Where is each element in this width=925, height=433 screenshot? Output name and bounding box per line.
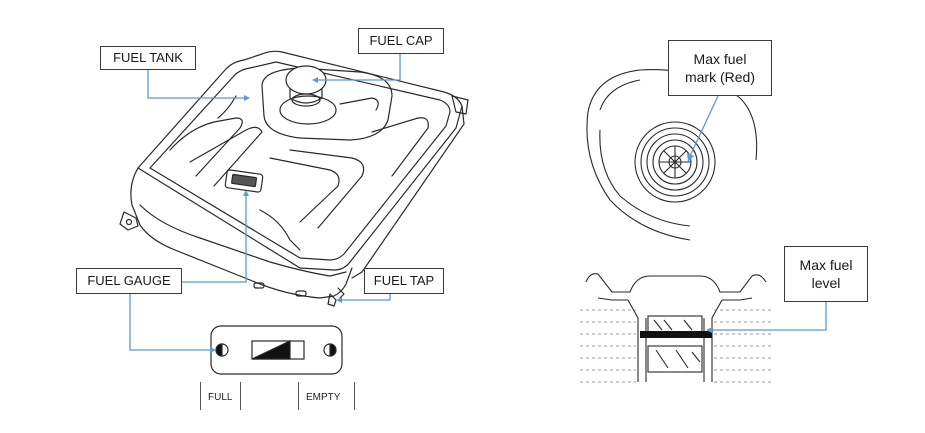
tank-rib-2 xyxy=(189,126,263,187)
section-strainer-lower xyxy=(647,345,703,373)
section-hatch xyxy=(653,319,701,369)
leader-fuel-tank xyxy=(147,68,244,99)
tank-flange-left xyxy=(119,211,139,231)
tank-front-body xyxy=(130,167,353,299)
tank-rib-3 xyxy=(269,157,340,223)
filler-swirl-2 xyxy=(599,129,691,227)
filler-strainer-hub xyxy=(668,155,682,169)
arrow-fuel-cap xyxy=(312,77,318,83)
tank-flange-right xyxy=(451,95,469,115)
leader-fuel-gauge-down xyxy=(129,292,210,351)
cap-platform xyxy=(261,67,393,141)
tank-gauge-window xyxy=(224,169,264,193)
tank-rib-4 xyxy=(289,149,365,229)
gauge-full-half xyxy=(215,343,223,357)
fuel-tank-label: FUEL TANK xyxy=(100,46,196,70)
gauge-empty-label-group: EMPTY xyxy=(298,382,355,410)
max-fuel-mark-line1: Max fuel xyxy=(693,51,747,67)
max-fuel-level-line1: Max fuel xyxy=(799,257,853,273)
leader-fuel-gauge-up xyxy=(180,196,247,283)
gauge-empty-label: EMPTY xyxy=(306,392,341,403)
arrow-fuel-tank xyxy=(244,95,250,101)
tank-rib-5 xyxy=(259,209,301,251)
tank-bottom-hole-2 xyxy=(295,290,307,297)
tank-right-side xyxy=(351,105,465,279)
tank-gauge-inner xyxy=(231,173,258,188)
fuel-cap-base xyxy=(279,95,337,125)
section-tank-rim xyxy=(597,297,753,301)
arrow-fuel-tap xyxy=(336,297,342,303)
arrow-fuel-gauge-up xyxy=(243,190,249,196)
gauge-detail-group xyxy=(210,325,343,375)
section-tank-top xyxy=(585,273,767,293)
section-fuel-lines xyxy=(580,309,772,383)
fuel-cap-label: FUEL CAP xyxy=(358,28,444,54)
tank-rib-8 xyxy=(339,97,379,111)
filler-neck-ring-3 xyxy=(646,133,704,191)
max-fuel-level-label: Max fuel level xyxy=(784,246,868,302)
tank-bottom-edge xyxy=(139,204,347,277)
tank-rib-7 xyxy=(217,95,237,119)
filler-swirl-inner-1 xyxy=(599,79,641,111)
tank-inner-rim xyxy=(149,61,451,261)
leader-max-fuel-mark xyxy=(689,95,719,157)
gauge-full-label-group: FULL xyxy=(200,382,241,410)
filler-swirl-outer-lower xyxy=(586,111,691,241)
fuel-tap xyxy=(327,287,345,307)
gauge-bar-fill xyxy=(251,340,291,360)
filler-neck-ring-1 xyxy=(634,121,716,203)
max-fuel-mark-line2: mark (Red) xyxy=(684,69,755,85)
arrow-fuel-gauge-down xyxy=(210,347,216,353)
fuel-gauge-label: FUEL GAUGE xyxy=(76,268,182,294)
filler-neck-ring-4 xyxy=(652,139,698,185)
tank-rib-6 xyxy=(371,117,429,177)
tank-bolt-left xyxy=(125,218,133,226)
arrow-max-fuel-level xyxy=(706,327,712,333)
tank-bottom-hole-1 xyxy=(253,282,265,289)
max-fuel-level-band xyxy=(640,331,712,338)
leader-fuel-cap xyxy=(318,54,401,81)
max-fuel-mark-label: Max fuel mark (Red) xyxy=(668,40,772,96)
leader-max-fuel-level xyxy=(712,302,827,331)
gauge-full-label: FULL xyxy=(208,392,233,403)
section-neck-walls xyxy=(627,299,723,382)
max-fuel-level-line2: level xyxy=(811,275,841,291)
section-neck-inner xyxy=(645,318,705,382)
gauge-empty-half xyxy=(329,343,337,357)
tank-top-outline xyxy=(137,50,463,271)
tank-rib-1 xyxy=(169,117,243,177)
fuel-tap-label: FUEL TAP xyxy=(364,268,444,294)
fuel-cap-body xyxy=(289,81,323,104)
filler-neck-ring-2 xyxy=(640,127,710,197)
arrow-max-fuel-mark xyxy=(687,153,694,162)
filler-strainer-spokes xyxy=(659,146,691,178)
